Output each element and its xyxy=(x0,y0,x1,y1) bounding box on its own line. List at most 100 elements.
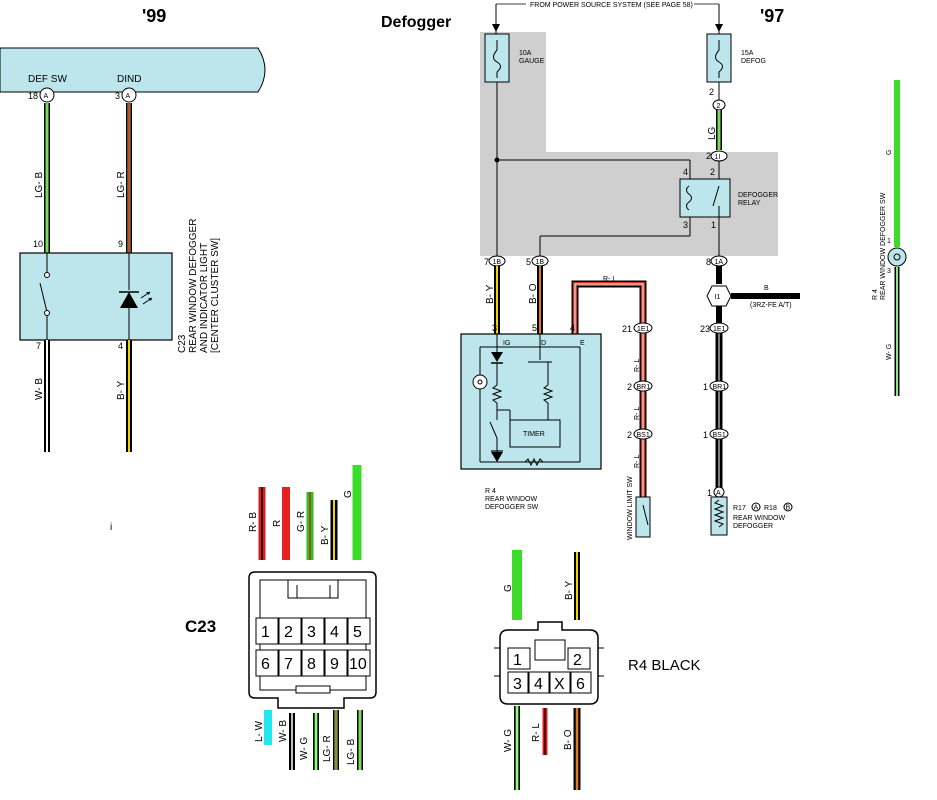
svg-text:2: 2 xyxy=(573,652,582,669)
svg-text:3: 3 xyxy=(307,624,316,641)
svg-text:R- L: R- L xyxy=(603,276,616,283)
svg-text:4: 4 xyxy=(330,624,339,641)
timer-box xyxy=(509,419,561,448)
wire-label-wb: W- B xyxy=(34,378,45,400)
svg-text:R 4: R 4 xyxy=(485,488,496,495)
svg-text:G: G xyxy=(503,584,514,592)
svg-text:3: 3 xyxy=(683,220,688,230)
svg-text:B: B xyxy=(764,285,769,292)
svg-text:L- W: L- W xyxy=(254,720,265,742)
svg-text:R- L: R- L xyxy=(531,723,542,742)
led-icon xyxy=(120,292,138,308)
svg-text:2: 2 xyxy=(284,624,293,641)
svg-text:TIMER: TIMER xyxy=(523,431,545,438)
svg-text:G: G xyxy=(343,490,354,498)
svg-text:BS1: BS1 xyxy=(637,432,650,439)
svg-text:W- G: W- G xyxy=(503,729,514,752)
svg-text:DEFOGGER: DEFOGGER xyxy=(733,523,773,530)
svg-text:REAR WINDOW: REAR WINDOW xyxy=(485,496,538,503)
svg-text:1E1: 1E1 xyxy=(713,326,726,333)
svg-text:1B: 1B xyxy=(536,259,545,266)
svg-text:3: 3 xyxy=(492,323,497,333)
title-defogger: Defogger xyxy=(381,14,451,31)
svg-text:4: 4 xyxy=(118,341,123,351)
defogger-relay xyxy=(679,178,731,218)
svg-text:W- G: W- G xyxy=(299,737,310,760)
svg-text:1: 1 xyxy=(513,652,522,669)
svg-text:R 4: R 4 xyxy=(872,289,879,300)
svg-text:R17: R17 xyxy=(733,505,746,512)
svg-text:WINDOW LIMIT SW: WINDOW LIMIT SW xyxy=(627,476,634,540)
svg-text:RELAY: RELAY xyxy=(738,200,761,207)
svg-text:21: 21 xyxy=(622,324,632,334)
right-schematic: FROM POWER SOURCE SYSTEM (SEE PAGE 58) 1… xyxy=(460,2,800,540)
ecu-block xyxy=(0,47,266,93)
svg-text:3: 3 xyxy=(887,268,891,275)
power-source-label: FROM POWER SOURCE SYSTEM (SEE PAGE 58) xyxy=(530,2,693,9)
svg-text:9: 9 xyxy=(118,239,123,249)
svg-text:B- O: B- O xyxy=(563,729,574,750)
svg-text:LG- B: LG- B xyxy=(346,739,357,765)
svg-text:A: A xyxy=(716,490,721,497)
svg-text:R18: R18 xyxy=(764,505,777,512)
svg-text:23: 23 xyxy=(700,324,710,334)
pin-a-18 xyxy=(39,87,55,103)
svg-text:I1: I1 xyxy=(715,294,721,301)
svg-text:W- B: W- B xyxy=(278,720,289,742)
svg-text:A: A xyxy=(44,93,49,100)
svg-text:DEFOGGER: DEFOGGER xyxy=(738,192,778,199)
svg-text:AND INDICATOR LIGHT: AND INDICATOR LIGHT xyxy=(199,243,210,353)
svg-text:A: A xyxy=(126,93,131,100)
svg-text:4: 4 xyxy=(683,167,688,177)
svg-text:IG: IG xyxy=(503,340,510,347)
svg-text:REAR WINDOW: REAR WINDOW xyxy=(733,515,786,522)
svg-text:7: 7 xyxy=(284,656,293,673)
c23-switch-box xyxy=(19,252,173,341)
wire-label-by: B- Y xyxy=(116,380,127,400)
svg-text:9: 9 xyxy=(330,656,339,673)
svg-text:R: R xyxy=(272,520,283,527)
svg-text:8: 8 xyxy=(706,257,711,267)
svg-text:10A: 10A xyxy=(519,50,532,57)
svg-text:7: 7 xyxy=(484,257,489,267)
far-switch-icon xyxy=(887,247,907,267)
svg-text:18: 18 xyxy=(28,91,38,101)
svg-text:R- L: R- L xyxy=(634,455,641,468)
window-limit-switch xyxy=(635,496,651,538)
svg-text:4: 4 xyxy=(570,323,575,333)
svg-text:4: 4 xyxy=(534,676,543,693)
svg-text:DEFOG: DEFOG xyxy=(741,58,766,65)
svg-text:1: 1 xyxy=(261,624,270,641)
svg-text:2: 2 xyxy=(709,87,714,97)
svg-text:B- Y: B- Y xyxy=(485,284,496,304)
label-def-sw: DEF SW xyxy=(28,74,67,85)
svg-text:B- Y: B- Y xyxy=(564,580,575,600)
svg-text:B- Y: B- Y xyxy=(320,525,331,545)
svg-text:5: 5 xyxy=(532,323,537,333)
far-right-switch: 1 3 G W- G R 4 REAR WINDOW DEFOGGER SW xyxy=(872,80,907,396)
svg-text:1: 1 xyxy=(703,382,708,392)
title-97: '97 xyxy=(760,6,784,26)
c23-connector: R- B R G- R B- Y G 1 2 3 4 5 6 7 8 9 10 xyxy=(248,465,377,770)
svg-text:2: 2 xyxy=(706,151,711,161)
svg-text:7: 7 xyxy=(36,341,41,351)
svg-text:G- R: G- R xyxy=(296,511,307,532)
svg-text:2: 2 xyxy=(717,103,721,110)
svg-text:W- G: W- G xyxy=(886,344,893,360)
svg-text:2: 2 xyxy=(710,167,715,177)
svg-text:1B: 1B xyxy=(493,259,502,266)
svg-text:G: G xyxy=(886,150,893,155)
indicator-lamp-icon xyxy=(472,374,488,390)
c23-component-label: C23 REAR WINDOW DEFOGGER AND INDICATOR L… xyxy=(177,219,221,353)
svg-text:LG- R: LG- R xyxy=(322,735,333,762)
junction-block-area xyxy=(480,32,778,256)
svg-text:LG: LG xyxy=(707,126,718,140)
svg-text:GAUGE: GAUGE xyxy=(519,58,545,65)
svg-text:(3RZ-FE A/T): (3RZ-FE A/T) xyxy=(750,302,792,309)
svg-text:E: E xyxy=(580,340,585,347)
label-dind: DIND xyxy=(117,74,141,85)
title-99: '99 xyxy=(142,6,166,26)
svg-text:D: D xyxy=(541,340,546,347)
svg-text:10: 10 xyxy=(349,656,367,673)
